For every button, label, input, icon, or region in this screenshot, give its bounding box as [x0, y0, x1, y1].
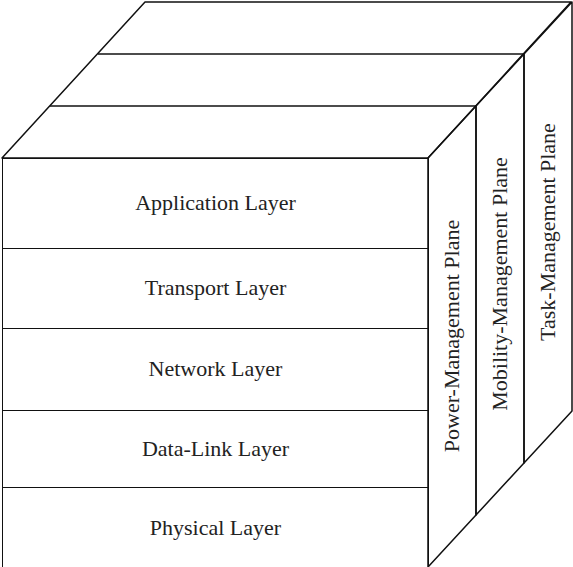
plane-label: Mobility-Management Plane — [488, 157, 512, 411]
layer-label: Network Layer — [149, 357, 283, 381]
protocol-layer: Physical Layer — [2, 487, 429, 567]
management-plane: Power-Management Plane — [428, 106, 476, 567]
protocol-layer: Application Layer — [2, 158, 429, 249]
layer-label: Application Layer — [135, 191, 296, 215]
layer-label: Data-Link Layer — [142, 437, 289, 461]
plane-label: Task-Management Plane — [536, 123, 560, 341]
protocol-layer: Transport Layer — [2, 248, 429, 329]
protocol-layer: Data-Link Layer — [2, 410, 429, 488]
management-plane: Mobility-Management Plane — [476, 54, 524, 515]
management-plane: Task-Management Plane — [524, 2, 572, 463]
layer-label: Physical Layer — [150, 516, 281, 540]
protocol-layer: Network Layer — [2, 328, 429, 411]
plane-label: Power-Management Plane — [440, 220, 464, 452]
layer-label: Transport Layer — [145, 276, 287, 300]
